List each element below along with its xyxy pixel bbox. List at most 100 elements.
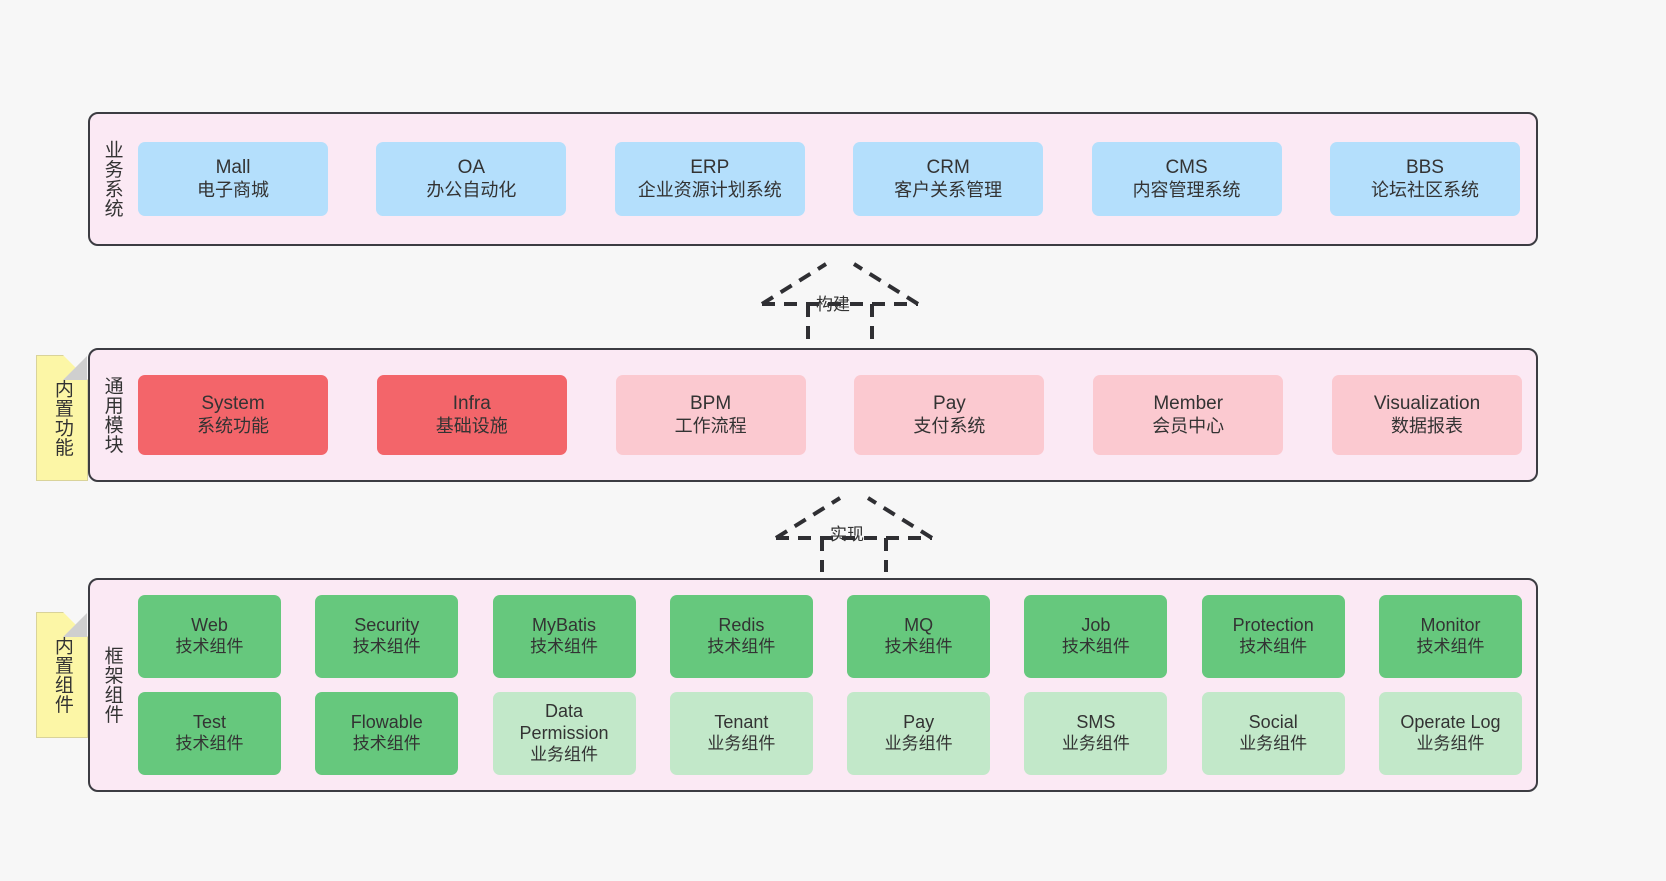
node-label-en: Visualization	[1373, 393, 1481, 415]
node-label-en: OA	[457, 157, 486, 179]
arrow-label-implement: 实现	[830, 525, 864, 544]
node-label-en: Member	[1153, 393, 1224, 415]
node-label-en: Tenant	[714, 712, 769, 733]
node-label-en: Infra	[452, 393, 491, 415]
note-builtin-component: 内置组件	[36, 612, 88, 738]
node-label-en: Data Permission	[519, 701, 609, 744]
node-member[interactable]: Member 会员中心	[1093, 375, 1284, 455]
node-test[interactable]: Test 技术组件	[138, 692, 281, 775]
node-label-cn: 电子商城	[197, 179, 269, 200]
layer-framework-component: 框架组件 Web 技术组件 Security 技术组件 MyBatis 技术组件…	[88, 578, 1538, 792]
node-label-cn: 技术组件	[530, 637, 599, 657]
node-label-en: Pay	[903, 712, 935, 733]
node-label-en: Social	[1248, 712, 1298, 733]
node-sms[interactable]: SMS 业务组件	[1024, 692, 1168, 775]
node-label-en: CRM	[926, 157, 970, 179]
node-bbs[interactable]: BBS 论坛社区系统	[1329, 142, 1520, 216]
node-label-cn: 办公自动化	[426, 179, 517, 200]
layer-title-business-system: 业务系统	[101, 140, 123, 218]
node-label-en: Operate Log	[1400, 712, 1501, 733]
node-label-cn: 企业资源计划系统	[637, 179, 782, 200]
node-erp[interactable]: ERP 企业资源计划系统	[614, 142, 805, 216]
node-operate-log[interactable]: Operate Log 业务组件	[1378, 692, 1522, 775]
node-redis[interactable]: Redis 技术组件	[669, 595, 813, 678]
node-label-en: BBS	[1405, 157, 1444, 179]
node-label-en: Job	[1081, 615, 1111, 636]
arrow-implement: 实现	[766, 492, 942, 572]
node-bpm[interactable]: BPM 工作流程	[615, 375, 806, 455]
node-label-cn: 客户关系管理	[894, 179, 1003, 200]
arrowhead-left-edge	[774, 496, 842, 540]
arrow-build: 构建	[752, 258, 928, 346]
node-social[interactable]: Social 业务组件	[1201, 692, 1345, 775]
node-web[interactable]: Web 技术组件	[138, 595, 281, 678]
layer-body-common-module: System 系统功能 Infra 基础设施 BPM 工作流程 Pay 支付系统…	[134, 350, 1536, 480]
node-label-en: Mall	[215, 157, 251, 179]
note-label: 内置功能	[51, 379, 73, 457]
node-label-en: System	[201, 393, 265, 415]
node-infra[interactable]: Infra 基础设施	[376, 375, 567, 455]
note-builtin-function: 内置功能	[36, 355, 88, 481]
node-row: System 系统功能 Infra 基础设施 BPM 工作流程 Pay 支付系统…	[138, 364, 1522, 466]
node-system[interactable]: System 系统功能	[138, 375, 328, 455]
node-label-cn: 数据报表	[1390, 415, 1463, 436]
node-label-cn: 工作流程	[674, 415, 747, 436]
note-label: 内置组件	[51, 636, 73, 714]
node-label-cn: 业务组件	[1061, 734, 1130, 754]
node-label-en: MQ	[904, 615, 934, 636]
node-label-en: ERP	[690, 157, 730, 179]
node-label-en: Flowable	[350, 712, 423, 733]
node-cms[interactable]: CMS 内容管理系统	[1091, 142, 1282, 216]
node-oa[interactable]: OA 办公自动化	[376, 142, 567, 216]
node-label-cn: 技术组件	[175, 734, 244, 754]
arrowhead-right-edge	[866, 496, 934, 540]
node-flowable[interactable]: Flowable 技术组件	[315, 692, 459, 775]
node-mall[interactable]: Mall 电子商城	[138, 142, 328, 216]
node-label-cn: 支付系统	[913, 415, 986, 436]
node-label-cn: 业务组件	[1416, 734, 1485, 754]
node-security[interactable]: Security 技术组件	[315, 595, 459, 678]
node-label-en: Test	[192, 712, 226, 733]
node-label-cn: 技术组件	[884, 637, 953, 657]
node-label-en: Web	[191, 615, 228, 636]
node-label-cn: 业务组件	[530, 745, 599, 765]
node-mybatis[interactable]: MyBatis 技术组件	[492, 595, 636, 678]
arrow-label-build: 构建	[816, 295, 850, 314]
layer-title-framework-component: 框架组件	[101, 646, 123, 724]
node-visualization[interactable]: Visualization 数据报表	[1331, 375, 1522, 455]
node-protection[interactable]: Protection 技术组件	[1201, 595, 1345, 678]
arrowhead-right-edge	[852, 262, 920, 306]
node-label-en: CMS	[1165, 157, 1208, 179]
layer-body-framework-component: Web 技术组件 Security 技术组件 MyBatis 技术组件 Redi…	[134, 580, 1536, 790]
node-tenant[interactable]: Tenant 业务组件	[669, 692, 813, 775]
layer-business-system: 业务系统 Mall 电子商城 OA 办公自动化 ERP 企业资源计划系统 CRM…	[88, 112, 1538, 246]
node-label-cn: 内容管理系统	[1132, 179, 1241, 200]
node-label-cn: 业务组件	[1239, 734, 1308, 754]
node-data-permission[interactable]: Data Permission 业务组件	[492, 692, 636, 775]
node-label-en: Protection	[1232, 615, 1314, 636]
node-label-cn: 业务组件	[884, 734, 953, 754]
node-label-cn: 业务组件	[707, 734, 776, 754]
layer-body-business-system: Mall 电子商城 OA 办公自动化 ERP 企业资源计划系统 CRM 客户关系…	[134, 114, 1536, 244]
node-label-cn: 技术组件	[1239, 637, 1308, 657]
node-label-en: Redis	[718, 615, 765, 636]
node-row: Web 技术组件 Security 技术组件 MyBatis 技术组件 Redi…	[138, 595, 1522, 678]
node-label-cn: 论坛社区系统	[1370, 179, 1479, 200]
layer-common-module: 通用模块 System 系统功能 Infra 基础设施 BPM 工作流程 Pay…	[88, 348, 1538, 482]
node-monitor[interactable]: Monitor 技术组件	[1378, 595, 1522, 678]
arrowhead-left-edge	[760, 262, 828, 306]
node-row: Mall 电子商城 OA 办公自动化 ERP 企业资源计划系统 CRM 客户关系…	[138, 128, 1520, 230]
node-pay-business[interactable]: Pay 业务组件	[847, 692, 991, 775]
node-label-en: Security	[354, 615, 420, 636]
node-label-en: MyBatis	[532, 615, 597, 636]
layer-title-common-module: 通用模块	[101, 376, 123, 454]
node-row: Test 技术组件 Flowable 技术组件 Data Permission …	[138, 692, 1522, 775]
node-label-cn: 技术组件	[707, 637, 776, 657]
node-crm[interactable]: CRM 客户关系管理	[853, 142, 1044, 216]
node-job[interactable]: Job 技术组件	[1024, 595, 1168, 678]
node-label-cn: 技术组件	[352, 637, 421, 657]
node-pay[interactable]: Pay 支付系统	[854, 375, 1045, 455]
node-label-en: Pay	[933, 393, 966, 415]
node-mq[interactable]: MQ 技术组件	[847, 595, 991, 678]
